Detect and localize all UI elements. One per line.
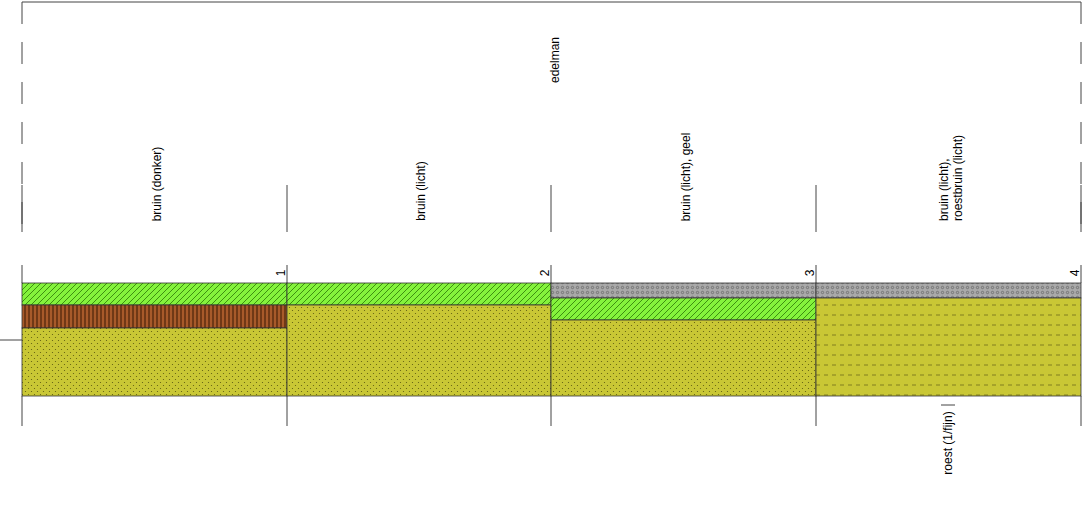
soil-layer <box>287 283 551 305</box>
column-tick <box>551 185 552 232</box>
note-label: roest (1/fijn) <box>941 411 955 474</box>
soil-layer <box>816 298 1081 396</box>
column-tick <box>1081 185 1082 232</box>
leader-line <box>941 405 955 406</box>
callout-number: 4 <box>1068 270 1082 277</box>
column-label: bruin (donker) <box>150 146 164 221</box>
column-tick <box>816 185 817 232</box>
soil-layer <box>551 320 816 396</box>
callout-number: 3 <box>803 270 817 277</box>
column-tick <box>287 396 288 426</box>
column-tick <box>22 265 23 283</box>
frame-edge <box>22 2 23 232</box>
column-tick <box>551 396 552 426</box>
soil-layer <box>22 283 287 305</box>
soil-layer <box>22 328 287 396</box>
column-label: bruin (licht), roestbruin (licht) <box>937 121 965 221</box>
column-tick <box>1081 396 1082 426</box>
level-mark <box>0 340 22 341</box>
column-label: bruin (licht), geel <box>679 132 693 221</box>
callout-number: 2 <box>538 270 552 277</box>
soil-layer <box>816 283 1081 298</box>
callout-number: 1 <box>274 270 288 277</box>
soil-layer <box>287 305 551 396</box>
column-tick <box>816 396 817 426</box>
column-label: bruin (licht) <box>414 162 428 221</box>
column-tick <box>22 185 23 232</box>
soil-layer <box>22 305 287 328</box>
column-tick <box>287 185 288 232</box>
soil-layer <box>551 283 816 298</box>
column-tick <box>22 396 23 426</box>
frame-edge <box>1081 2 1082 232</box>
method-label: edelman <box>548 37 562 83</box>
frame-line <box>22 2 1081 3</box>
soil-layer <box>551 298 816 320</box>
